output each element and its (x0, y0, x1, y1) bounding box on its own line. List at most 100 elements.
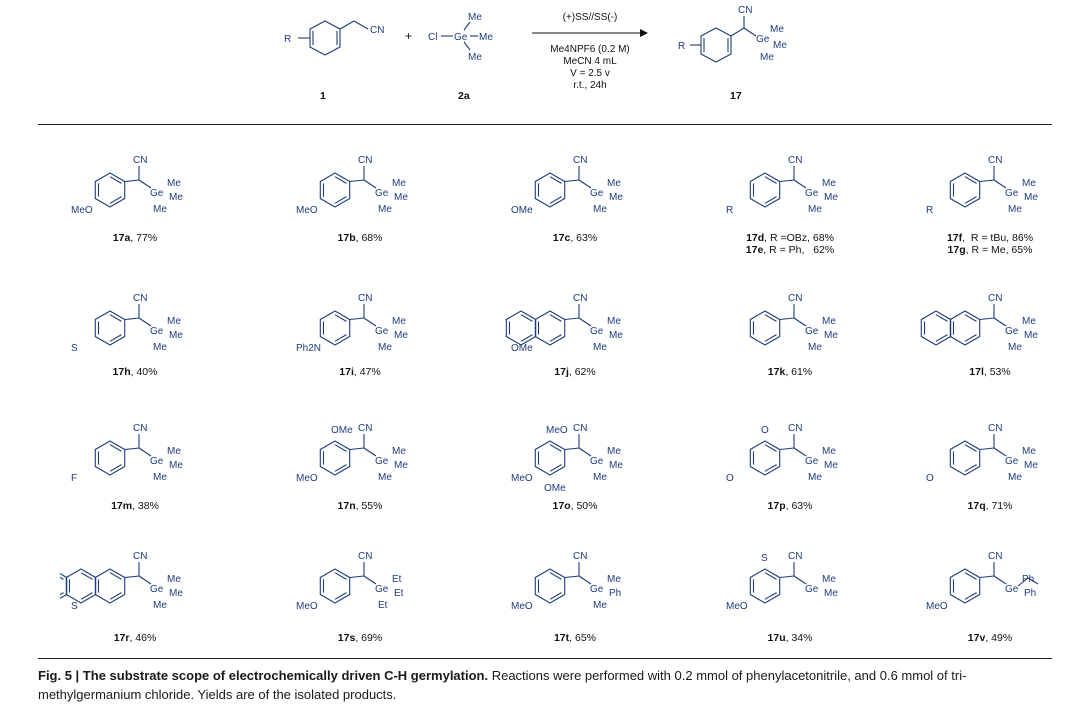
ge-substituent: Me (607, 178, 621, 189)
cn-label: CN (788, 293, 802, 304)
ge-substituent: Me (824, 330, 838, 341)
ge-substituent: Me (808, 472, 822, 483)
ge-substituent: Me (593, 472, 607, 483)
product-17-structure: R CN Ge Me Me Me (678, 5, 787, 63)
ge-substituent: Me (822, 316, 836, 327)
ge-label: Ge (150, 584, 164, 595)
bond (764, 464, 777, 472)
bond (1027, 577, 1039, 585)
bond (124, 179, 140, 183)
ring-substituent: MeO (296, 601, 318, 612)
bond (363, 575, 377, 585)
cn-label: CN (988, 293, 1002, 304)
bond (964, 572, 977, 580)
benzene-ring (949, 568, 981, 604)
bond (124, 447, 140, 451)
compound-yield: , 68% (355, 232, 383, 244)
bond (334, 444, 347, 452)
ge-substituent: Me (394, 330, 408, 341)
caption-lead: Fig. 5 | The substrate scope of electroc… (38, 668, 489, 683)
svg-text:Ge: Ge (454, 32, 468, 43)
ring-substituent: MeO (511, 473, 533, 484)
ge-label: Ge (805, 456, 819, 467)
ge-substituent: Me (378, 472, 392, 483)
ge-substituent: Me (378, 204, 392, 215)
bond (564, 575, 580, 579)
bond (793, 179, 807, 189)
benzene-ring (319, 568, 351, 604)
ge-substituent: Me (167, 316, 181, 327)
bond (979, 575, 995, 579)
compound-label-17b: 17b, 68% (275, 232, 445, 244)
bond (109, 464, 122, 472)
compound-yield: , 63% (570, 232, 598, 244)
ge-substituent: Me (392, 316, 406, 327)
product-17-number: 17 (730, 90, 742, 102)
benzene-ring (319, 440, 351, 476)
compound-id: 17p (767, 500, 786, 512)
compound-yield: , 63% (785, 500, 813, 512)
reactant-1-structure: R CN (284, 20, 384, 56)
benzene-ring (949, 310, 981, 346)
compound-label-17j: 17j, 62% (490, 366, 660, 378)
ge-label: Ge (375, 188, 389, 199)
compound-label-17c: 17c, 63% (490, 232, 660, 244)
ge-substituent: Me (1008, 342, 1022, 353)
bond (549, 444, 562, 452)
ge-substituent: Me (609, 192, 623, 203)
ring-substituent: MeO (546, 425, 568, 436)
compound-label-17p: 17p, 63% (705, 500, 875, 512)
bond (964, 444, 977, 452)
ge-substituent: Et (392, 574, 402, 585)
cn-label: CN (988, 551, 1002, 562)
bond (979, 179, 995, 183)
ge-label: Ge (805, 326, 819, 337)
compound-yield: , 61% (785, 366, 813, 378)
compound-id: 17i (339, 366, 354, 378)
bond (549, 196, 562, 204)
bond (764, 572, 777, 580)
benzene-ring (534, 568, 566, 604)
compound-yield: , 50% (570, 500, 598, 512)
bond (764, 592, 777, 600)
ge-label: Ge (590, 456, 604, 467)
compound-id: 17t (553, 632, 570, 644)
bond (764, 334, 777, 342)
fused-ring (920, 310, 952, 346)
bond (578, 179, 592, 189)
ge-label: Ge (1005, 584, 1019, 595)
ge-substituent: Me (1008, 204, 1022, 215)
ring-substituent: MeO (726, 601, 748, 612)
ge-substituent: Me (153, 342, 167, 353)
compound-id: 17l (969, 366, 984, 378)
benzene-ring (94, 310, 126, 346)
bond (1017, 577, 1029, 587)
bond (578, 317, 592, 327)
bond (334, 196, 347, 204)
svg-text:Me: Me (760, 52, 774, 63)
ge-label: Ge (150, 188, 164, 199)
ge-label: Ge (375, 584, 389, 595)
ge-substituent: Me (167, 574, 181, 585)
ge-label: Ge (590, 326, 604, 337)
compound-id: 17j (554, 366, 569, 378)
bond (935, 314, 948, 322)
ring-substituent: S (761, 553, 768, 564)
compound-id: 17m (111, 500, 133, 512)
cn-label: CN (573, 551, 587, 562)
bond (124, 575, 140, 579)
cn-label: CN (358, 551, 372, 562)
compound-id: 17b (337, 232, 356, 244)
benzene-ring (534, 440, 566, 476)
svg-text:Me: Me (479, 32, 493, 43)
compound-yield: , 71% (985, 500, 1013, 512)
bond (964, 592, 977, 600)
cn-label: CN (133, 551, 147, 562)
compound-id: 17f (946, 232, 963, 244)
compound-yield: , 40% (130, 366, 158, 378)
